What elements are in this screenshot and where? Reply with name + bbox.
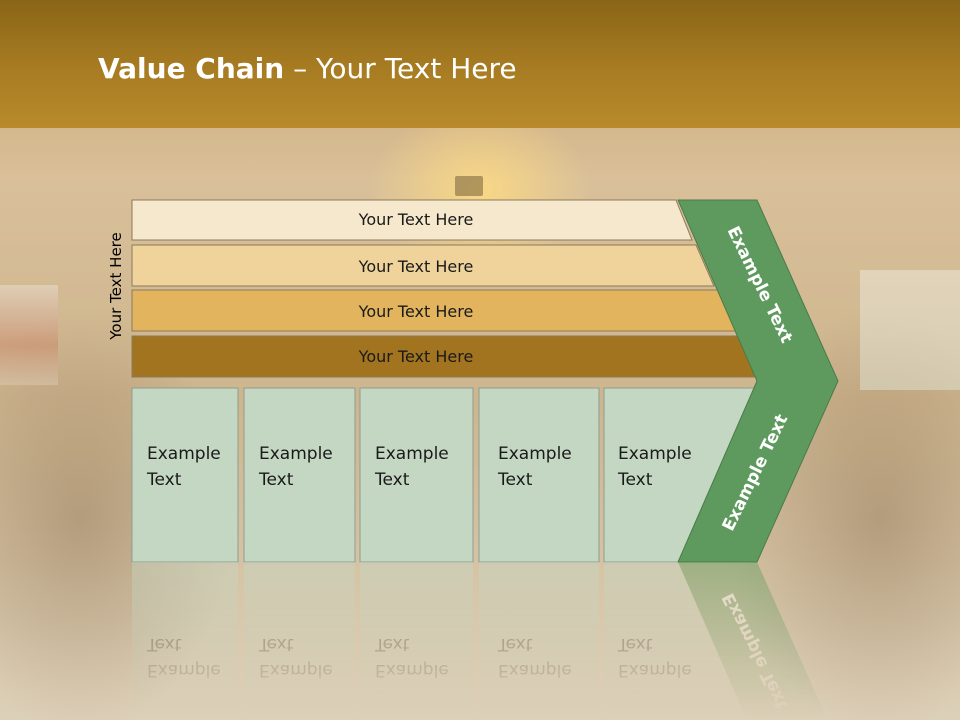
bar-4-label: Your Text Here [358,347,474,366]
title-rest: – Your Text Here [284,52,517,85]
diagram-main: Your Text Here Your Text Here Your Text … [131,199,839,563]
reflection-cell-4 [479,562,599,720]
cell-1-line2: Text [146,470,182,490]
bar-4[interactable]: Your Text Here [131,335,763,378]
reflection-cell-5-line1: Example [618,660,692,680]
reflection-cell-1-line1: Example [147,660,221,680]
cell-1[interactable]: Example Text [131,387,239,563]
reflection-cell-4-line1: Example [498,660,572,680]
bar-1-shape [131,199,693,241]
bar-2-label: Your Text Here [358,257,474,276]
right-window [860,270,960,390]
ceiling-lamp [455,176,483,196]
reflection-arrow [678,562,828,720]
diagram-reflection: Example Text Example Text Example Text E… [132,562,828,720]
cell-3-line1: Example [375,444,449,464]
cell-5-line2: Text [617,470,653,490]
title-bold: Value Chain [98,52,285,85]
cell-1-line1: Example [147,444,221,464]
bar-2[interactable]: Your Text Here [131,244,715,287]
bar-2-shape [131,244,715,287]
reflection-cell-4-line2: Text [497,634,533,654]
chevron-arrow[interactable]: Example Text Example Text [677,199,839,563]
reflection-cell-2-line1: Example [259,660,333,680]
cell-2-line2: Text [258,470,294,490]
cell-4-box [478,387,600,563]
slide-title[interactable]: Value Chain – Your Text Here [98,52,517,96]
left-window [0,285,58,385]
cell-4[interactable]: Example Text [478,387,600,563]
cell-1-box [131,387,239,563]
bar-3-label: Your Text Here [358,302,474,321]
reflection-cell-3 [360,562,473,720]
reflection-cell-5 [604,562,753,720]
cell-3-line2: Text [374,470,410,490]
reflection-cell-1-line2: Text [146,634,182,654]
cell-2[interactable]: Example Text [243,387,356,563]
reflection-cell-3-line1: Example [375,660,449,680]
reflection-cell-2-line2: Text [258,634,294,654]
cell-5-line1: Example [618,444,692,464]
bar-1[interactable]: Your Text Here [131,199,693,241]
reflection-cell-3-line2: Text [374,634,410,654]
reflection-cell-5-line2: Text [617,634,653,654]
reflection-cell-1 [132,562,238,720]
cell-4-line1: Example [498,444,572,464]
cell-3-box [359,387,474,563]
chevron-arrow-shape [677,199,839,563]
bar-1-label: Your Text Here [358,210,474,229]
bar-3[interactable]: Your Text Here [131,289,739,332]
cell-4-line2: Text [497,470,533,490]
title-bar [0,0,960,128]
cell-3[interactable]: Example Text [359,387,474,563]
cell-5[interactable]: Example Text [603,387,761,563]
reflection-cell-2 [244,562,355,720]
cell-2-line1: Example [259,444,333,464]
